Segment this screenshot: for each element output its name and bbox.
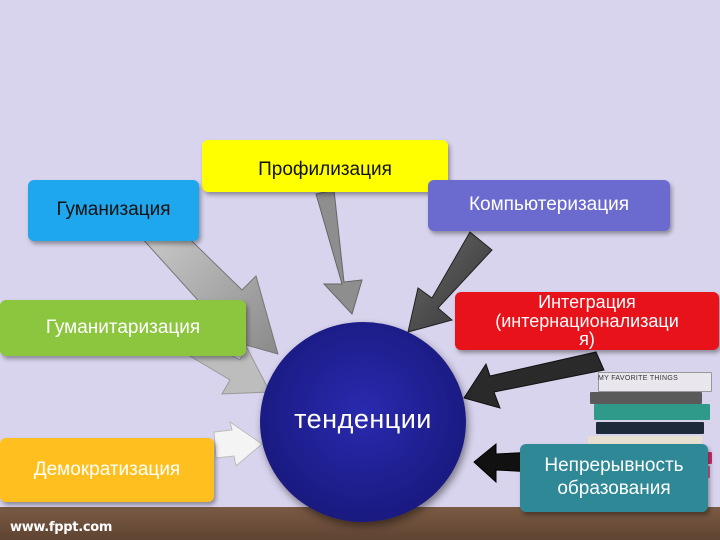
node-nepreryvnost-label-2: образования (557, 478, 671, 499)
center-label: тенденции (294, 404, 432, 434)
books-label: MY FAVORITE THINGS (598, 375, 679, 382)
node-gumanizatsiya-label: Гуманизация (56, 199, 171, 221)
node-nepreryvnost-label-1: Непрерывность (544, 455, 684, 477)
node-integratsiya-label-3: я) (579, 329, 595, 350)
node-demokratizatsiya: Демократизация (0, 438, 214, 502)
node-integratsiya-label-1: Интеграция (538, 291, 636, 312)
node-integratsiya-label-2: (интернационализаци (495, 310, 679, 331)
node-gumanitarizatsiya-label: Гуманитаризация (45, 316, 201, 338)
node-integratsiya: Интеграция (интернационализаци я) (455, 292, 719, 350)
arrow-integratsiya (463, 351, 605, 409)
node-demokratizatsiya-label: Демократизация (33, 458, 181, 480)
arrow-kompyuterizatsiya (407, 231, 493, 333)
node-profilizatsiya: Профилизация (202, 140, 448, 192)
arrow-profilizatsiya (315, 189, 363, 315)
fppt-logo: www.fppt.com (10, 520, 113, 535)
center-circle (260, 322, 466, 522)
arrow-demokratizatsiya (213, 420, 263, 467)
node-nepreryvnost: Непрерывность образования (520, 444, 708, 512)
node-kompyuterizatsiya: Компьютеризация (428, 180, 670, 231)
node-gumanitarizatsiya: Гуманитаризация (0, 300, 246, 356)
node-profilizatsiya-label: Профилизация (258, 159, 392, 181)
node-kompyuterizatsiya-label: Компьютеризация (468, 194, 629, 216)
node-gumanizatsiya: Гуманизация (28, 180, 199, 241)
